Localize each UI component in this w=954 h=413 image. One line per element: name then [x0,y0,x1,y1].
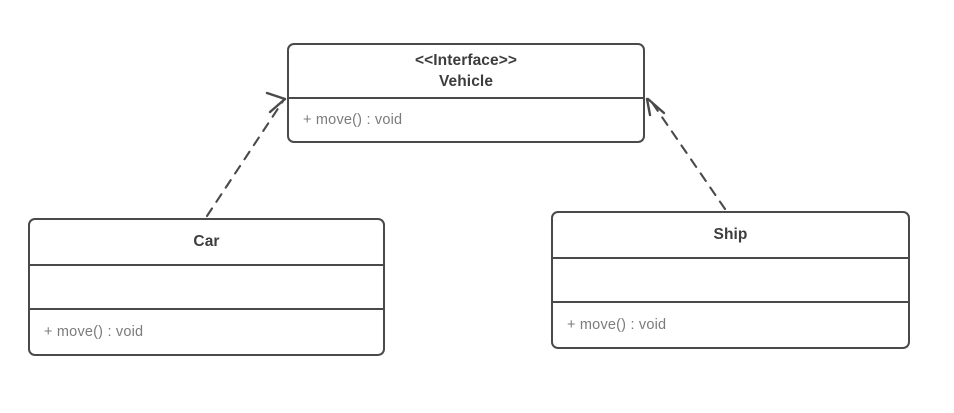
class-operations-compartment-vehicle: + move() : void [289,97,643,141]
edge-ship-realizes-vehicle [645,97,727,211]
uml-class-car[interactable]: Car + move() : void [28,218,385,356]
class-attributes-compartment-car [30,264,383,308]
class-attributes-compartment-ship [553,257,908,301]
class-name-compartment-ship: Ship [553,213,908,257]
class-operations-compartment-ship: + move() : void [553,301,908,347]
class-title-vehicle: Vehicle [438,73,494,90]
class-operations-compartment-car: + move() : void [30,308,383,354]
realization-line-ship [649,99,727,211]
operation-item: + move() : void [44,324,144,340]
operation-item: + move() : void [303,112,403,128]
class-name-compartment-vehicle: <<Interface>> Vehicle [289,45,643,97]
uml-class-ship[interactable]: Ship + move() : void [551,211,910,349]
arrowhead-stroke-car-lower [268,97,287,114]
uml-class-vehicle[interactable]: <<Interface>> Vehicle + move() : void [287,43,645,143]
edge-car-realizes-vehicle [205,91,287,218]
operation-item: + move() : void [567,317,667,333]
arrowhead-stroke-car-upper [265,91,287,101]
class-name-compartment-car: Car [30,220,383,264]
realization-line-car [205,99,285,218]
class-title-ship: Ship [713,226,748,244]
arrowhead-stroke-ship-lower [646,97,666,115]
arrowhead-stroke-ship-upper [645,97,652,117]
class-title-car: Car [193,233,220,251]
class-stereotype-vehicle: <<Interface>> [414,51,518,69]
